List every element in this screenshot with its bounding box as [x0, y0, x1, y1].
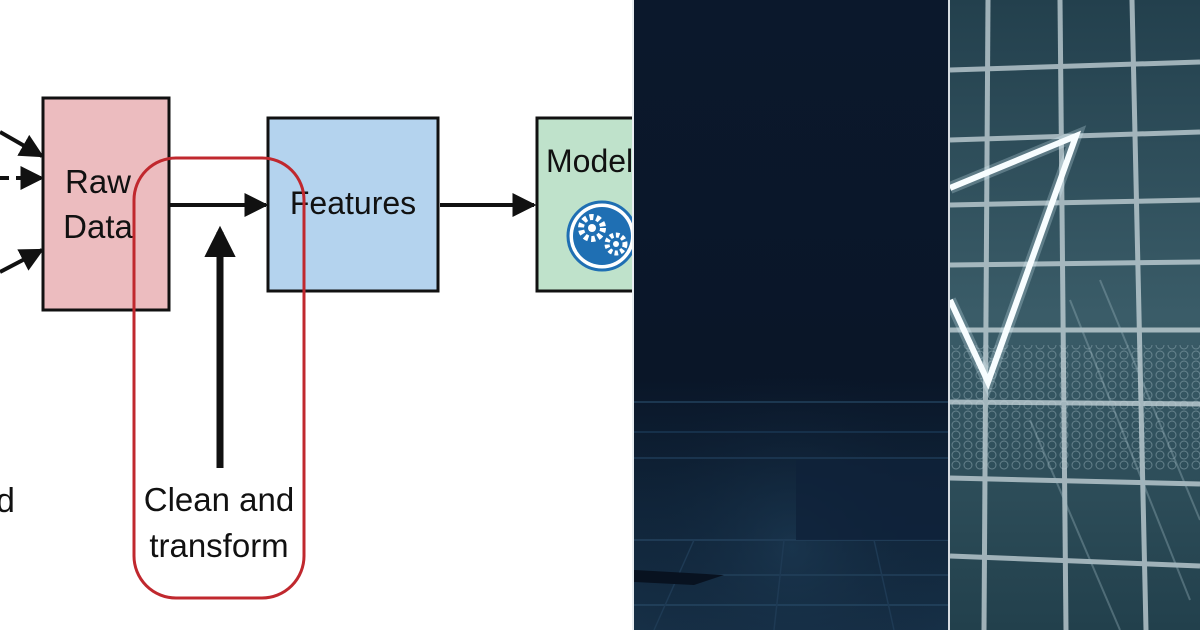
stock-grid-illustration	[950, 0, 1200, 630]
panel-divider	[948, 0, 951, 630]
pipeline-diagram: d Raw Data Features Model Clean and tran…	[0, 96, 634, 600]
raw-data-label-line2: Data	[63, 208, 133, 245]
annotation-line2: transform	[149, 527, 288, 564]
cropped-label-fragment: d	[0, 482, 15, 520]
dark-room-illustration	[634, 0, 950, 630]
annotation-line1: Clean and	[144, 481, 294, 518]
model-label: Model	[546, 143, 633, 179]
incoming-arrow-top	[0, 130, 45, 158]
panel-divider	[632, 0, 635, 630]
triangle-trend-icon	[950, 125, 1087, 398]
stock-chart-panel	[950, 0, 1200, 630]
highlight-outline	[132, 156, 306, 600]
raw-data-label-line1: Raw	[65, 163, 131, 200]
dark-photo-panel	[634, 0, 950, 630]
features-label: Features	[290, 185, 416, 221]
features-node	[266, 116, 440, 293]
incoming-arrow-bottom	[0, 248, 45, 274]
raw-data-node	[41, 96, 171, 312]
grid-lines	[950, 0, 1200, 630]
incoming-arrows	[0, 130, 45, 274]
gears-icon	[566, 200, 634, 272]
diagram-panel: d Raw Data Features Model Clean and tran…	[0, 96, 634, 600]
